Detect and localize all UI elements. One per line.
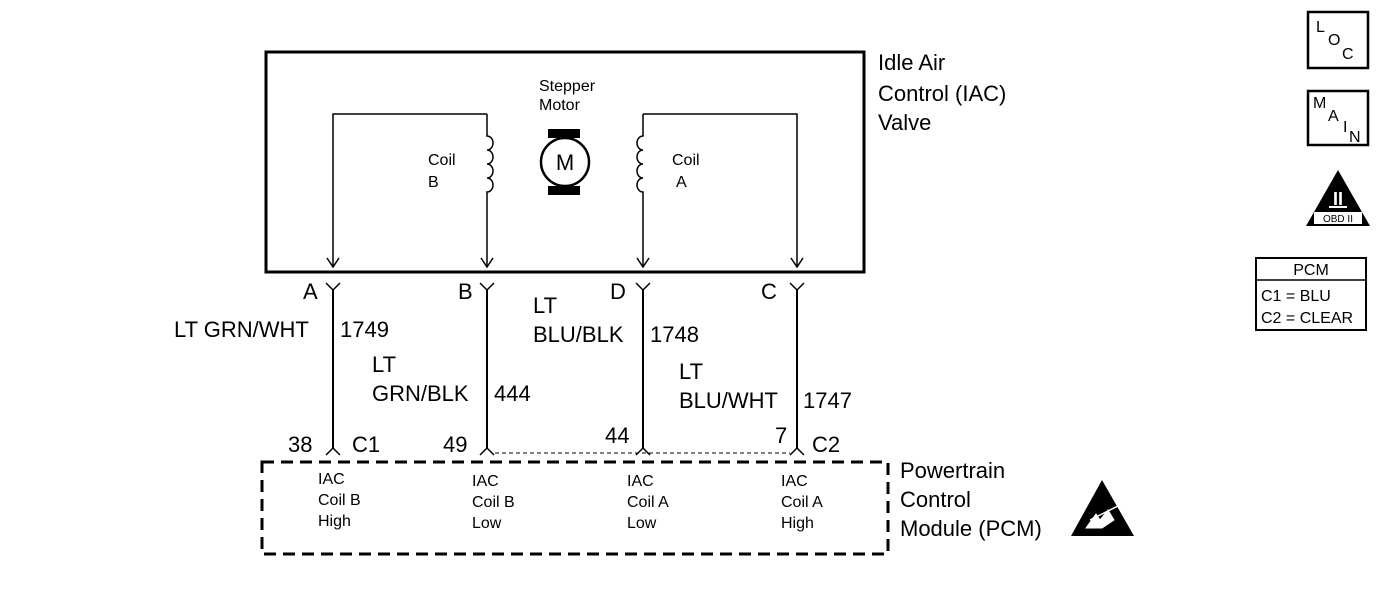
pcm-title-line-2: Control <box>900 487 971 512</box>
coil-b-label-line-2: B <box>428 174 439 191</box>
valve-pin-a: A <box>303 279 318 304</box>
main-icon[interactable]: M A I N <box>1306 89 1370 147</box>
pcm-terminal-3: IAC Coil A Low <box>627 473 669 532</box>
loc-icon-letter-2: O <box>1328 32 1340 49</box>
pcm-title-line-3: Module (PCM) <box>900 516 1042 541</box>
obd-ii-label: OBD II <box>1323 214 1353 225</box>
main-icon-letter-2: A <box>1328 108 1339 125</box>
pcm-terminal-2-line-2: Coil B <box>472 494 515 511</box>
pcm-terminal-4: IAC Coil A High <box>781 473 823 532</box>
valve-pin-c: C <box>761 279 777 304</box>
pcm-terminal-3-line-1: IAC <box>627 473 654 490</box>
arrow-c <box>790 257 804 269</box>
internal-wire-a <box>332 113 487 266</box>
arrow-a <box>326 257 340 269</box>
pcm-terminal-4-line-3: High <box>781 515 814 532</box>
valve-title-line-3: Valve <box>878 110 931 135</box>
valve-pin-b: B <box>458 279 473 304</box>
pcm-terminal-4-line-1: IAC <box>781 473 808 490</box>
pcm-terminal-1: IAC Coil B High <box>318 471 361 530</box>
coil-a-winding <box>636 114 644 196</box>
arrow-b <box>480 257 494 269</box>
valve-pin-d: D <box>610 279 626 304</box>
loc-icon-letter-3: C <box>1342 46 1354 63</box>
pcm-terminal-2-line-1: IAC <box>472 473 499 490</box>
pcm-pin-49: 49 <box>443 432 467 457</box>
wire-1749-color: LT GRN/WHT <box>174 317 309 342</box>
loc-icon-letter-1: L <box>1316 19 1325 36</box>
wire-1748-color-line-1: LT <box>533 293 557 318</box>
pcm-terminal-3-line-2: Coil A <box>627 494 669 511</box>
coil-b-label-line-1: Coil <box>428 152 456 169</box>
arrow-d <box>636 257 650 269</box>
internal-wire-c <box>643 113 798 266</box>
motor-label-line-2: Motor <box>539 97 581 114</box>
main-icon-letter-4: N <box>1349 129 1361 146</box>
pcm-terminal-1-line-1: IAC <box>318 471 345 488</box>
connector-c1: C1 <box>352 432 380 457</box>
valve-title-line-2: Control (IAC) <box>878 81 1006 106</box>
wire-1749-circuit: 1749 <box>340 317 389 342</box>
wire-444-circuit: 444 <box>494 381 531 406</box>
connector-c2: C2 <box>812 432 840 457</box>
wire-1748-circuit: 1748 <box>650 322 699 347</box>
wire-1747-circuit: 1747 <box>803 388 852 413</box>
harness-wire-444 <box>479 282 495 456</box>
coil-a-label-line-1: Coil <box>672 152 700 169</box>
pcm-pin-38: 38 <box>288 432 312 457</box>
pcm-table-header: PCM <box>1293 262 1329 279</box>
coil-b-winding <box>486 114 494 196</box>
harness-wire-1747 <box>789 282 805 456</box>
pcm-pin-44: 44 <box>605 423 629 448</box>
pcm-terminal-2-line-3: Low <box>472 515 502 532</box>
pcm-connector-table: PCM C1 = BLU C2 = CLEAR <box>1255 257 1367 331</box>
pcm-table-row-c2: C2 = CLEAR <box>1261 310 1353 327</box>
pcm-pin-7: 7 <box>775 423 787 448</box>
obd-ii-symbol: II <box>1333 189 1343 209</box>
pcm-terminal-4-line-2: Coil A <box>781 494 823 511</box>
esd-warning-icon <box>1071 480 1134 536</box>
pcm-terminal-2: IAC Coil B Low <box>472 473 515 532</box>
pcm-terminal-1-line-2: Coil B <box>318 492 361 509</box>
harness-wire-1748 <box>635 282 651 456</box>
pcm-terminal-3-line-3: Low <box>627 515 657 532</box>
loc-icon[interactable]: L O C <box>1306 10 1370 70</box>
wire-444-color-line-2: GRN/BLK <box>372 381 469 406</box>
pcm-table-row-c1: C1 = BLU <box>1261 288 1331 305</box>
coil-a-label-line-2: A <box>676 174 687 191</box>
wire-1748-color-line-2: BLU/BLK <box>533 322 624 347</box>
motor-symbol-letter: M <box>556 150 574 175</box>
iac-valve-box <box>264 50 866 274</box>
obd-ii-icon[interactable]: II OBD II <box>1306 170 1370 226</box>
pcm-box <box>260 460 890 556</box>
stepper-motor-symbol: M <box>539 129 591 195</box>
motor-label-line-1: Stepper <box>539 78 596 95</box>
wire-1747-color-line-1: LT <box>679 359 703 384</box>
valve-title-line-1: Idle Air <box>878 50 945 75</box>
harness-wire-1749 <box>325 282 341 456</box>
pcm-terminal-1-line-3: High <box>318 513 351 530</box>
wire-444-color-line-1: LT <box>372 352 396 377</box>
pcm-title-line-1: Powertrain <box>900 458 1005 483</box>
wire-1747-color-line-2: BLU/WHT <box>679 388 778 413</box>
main-icon-letter-3: I <box>1343 119 1347 136</box>
main-icon-letter-1: M <box>1313 95 1326 112</box>
